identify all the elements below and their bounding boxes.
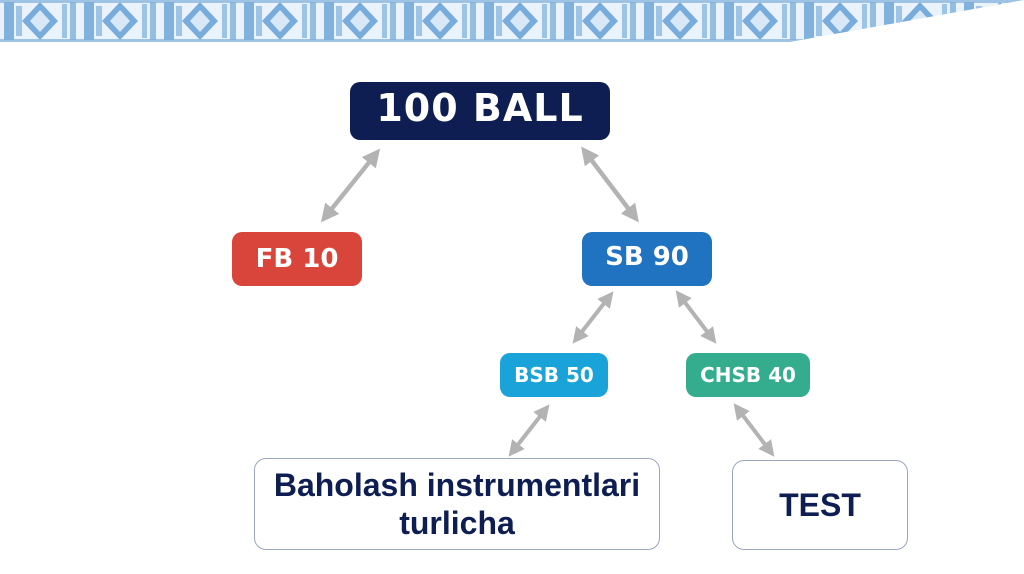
arrow-root-fb [320,148,381,223]
node-bsb: BSB 50 [500,353,608,397]
node-sb-label: SB 90 [605,242,689,272]
node-fb: FB 10 [232,232,362,286]
arrow-bsb-instruments [508,404,550,457]
arrow-sb-bsb [572,291,614,344]
node-total-score-label: 100 BALL [376,86,584,130]
node-fb-label: FB 10 [255,244,339,274]
node-chsb-label: CHSB 40 [700,363,796,387]
arrow-sb-chsb [675,290,717,344]
node-assessment-instruments-label: Baholash instrumentlari turlicha [273,467,641,541]
ikat-pattern-banner [0,0,1024,42]
arrow-chsb-test [733,403,775,457]
node-sb: SB 90 [582,232,712,286]
node-chsb: CHSB 40 [686,353,810,397]
node-assessment-instruments: Baholash instrumentlari turlicha [254,458,660,550]
node-test: TEST [732,460,908,550]
node-test-label: TEST [779,486,861,523]
arrow-root-sb [581,146,639,223]
node-total-score: 100 BALL [350,82,610,140]
node-bsb-label: BSB 50 [514,363,594,387]
